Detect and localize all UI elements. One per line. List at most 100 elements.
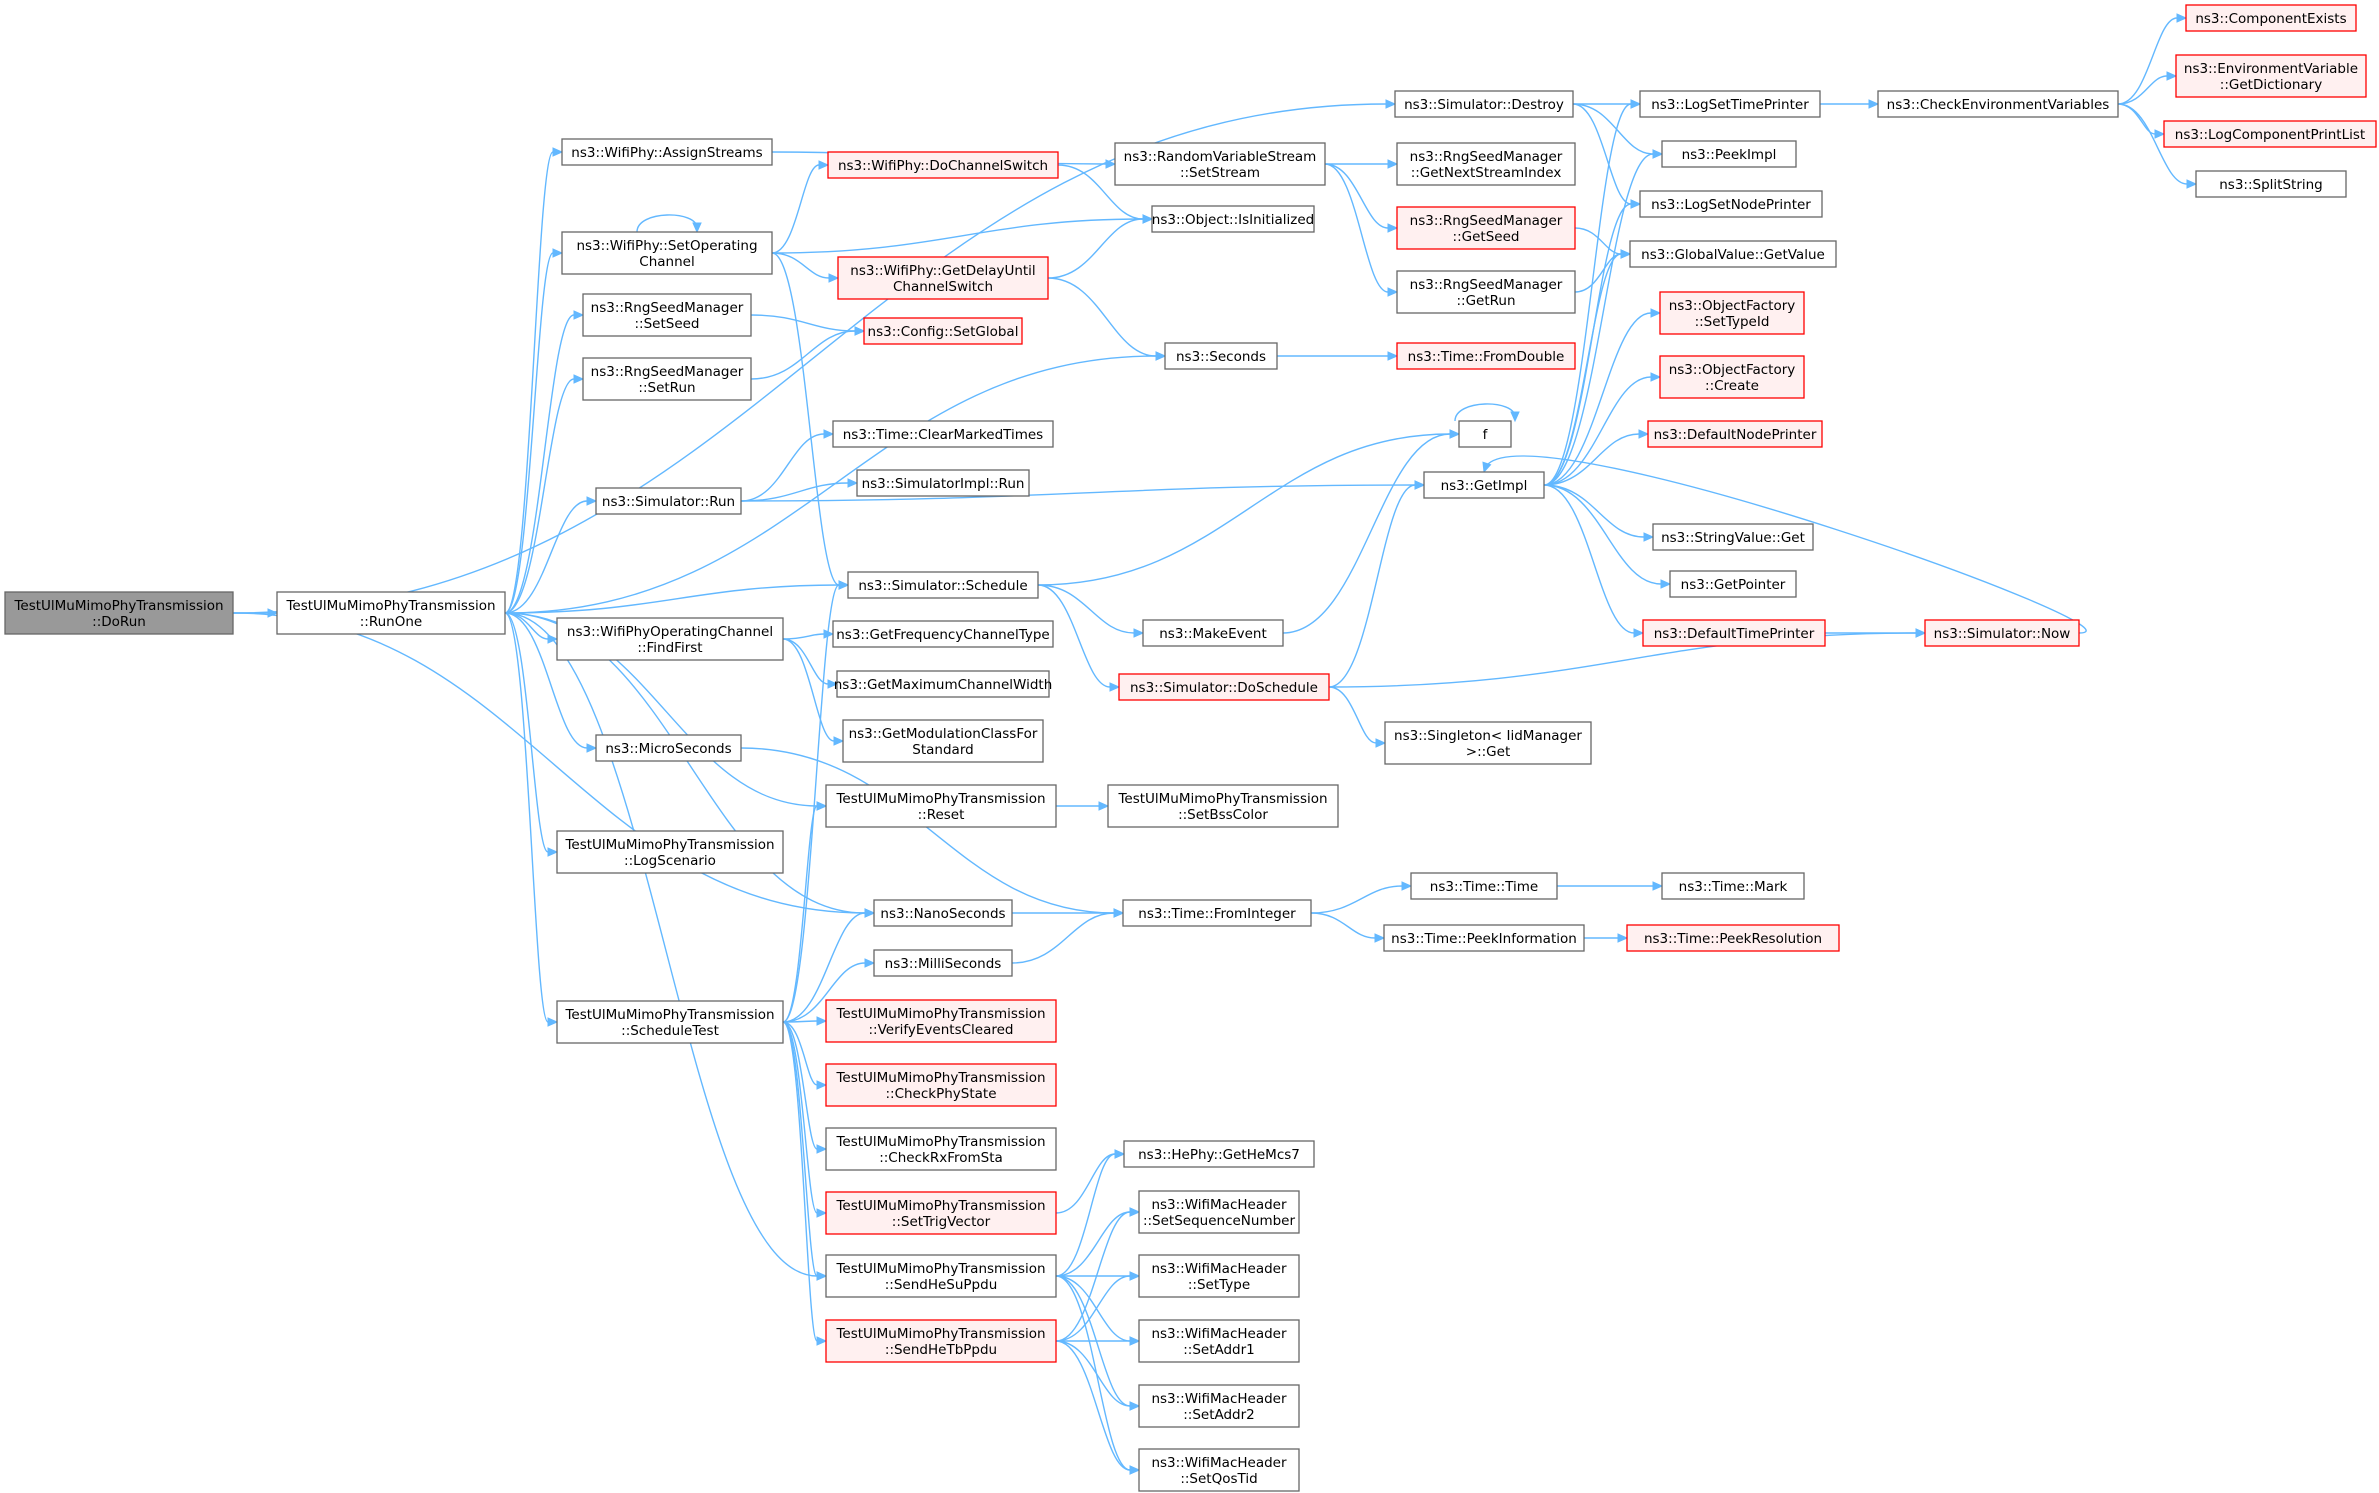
node-timetime[interactable]: ns3::Time::Time [1410,872,1558,900]
node-box[interactable] [1669,570,1797,598]
node-objisinit[interactable]: ns3::Object::IsInitialized [1151,205,1315,233]
node-box[interactable] [1138,1190,1300,1234]
node-box[interactable] [847,571,1039,599]
node-box[interactable] [582,293,752,337]
node-box[interactable] [1151,205,1315,233]
node-box[interactable] [1423,471,1545,499]
node-rngsetseed[interactable]: ns3::RngSeedManager::SetSeed [582,293,752,337]
node-setaddr1[interactable]: ns3::WifiMacHeader::SetAddr1 [1138,1319,1300,1363]
node-rnggetnextstream[interactable]: ns3::RngSeedManager::GetNextStreamIndex [1396,142,1576,186]
node-rngsetrun[interactable]: ns3::RngSeedManager::SetRun [582,357,752,401]
node-box[interactable] [825,1191,1057,1235]
node-box[interactable] [1394,90,1574,118]
node-getpointer[interactable]: ns3::GetPointer [1669,570,1797,598]
node-ofcreate[interactable]: ns3::ObjectFactory::Create [1659,355,1805,399]
node-logcompprint[interactable]: ns3::LogComponentPrintList [2163,120,2377,148]
node-box[interactable] [2195,170,2347,198]
node-box[interactable] [1629,240,1837,268]
node-box[interactable] [2163,120,2377,148]
node-box[interactable] [837,256,1049,300]
node-box[interactable] [1458,420,1512,448]
node-ofsettypeid[interactable]: ns3::ObjectFactory::SetTypeId [1659,291,1805,335]
node-splitstring[interactable]: ns3::SplitString [2195,170,2347,198]
node-box[interactable] [825,1319,1057,1363]
node-simnow[interactable]: ns3::Simulator::Now [1924,619,2080,647]
node-getfreqtype[interactable]: ns3::GetFrequencyChannelType [832,620,1054,648]
node-box[interactable] [276,591,506,635]
node-compexists[interactable]: ns3::ComponentExists [2185,4,2357,32]
node-box[interactable] [1396,206,1576,250]
node-checkenv[interactable]: ns3::CheckEnvironmentVariables [1877,90,2119,118]
node-box[interactable] [1396,342,1576,370]
node-box[interactable] [825,1063,1057,1107]
node-box[interactable] [832,420,1054,448]
node-settype[interactable]: ns3::WifiMacHeader::SetType [1138,1254,1300,1298]
node-setqostid[interactable]: ns3::WifiMacHeader::SetQosTid [1138,1448,1300,1492]
node-box[interactable] [2185,4,2357,32]
node-simdestroy[interactable]: ns3::Simulator::Destroy [1394,90,1574,118]
node-box[interactable] [1877,90,2119,118]
node-timefrominteger[interactable]: ns3::Time::FromInteger [1122,899,1312,927]
node-seconds[interactable]: ns3::Seconds [1164,342,1278,370]
node-setaddr2[interactable]: ns3::WifiMacHeader::SetAddr2 [1138,1384,1300,1428]
node-f[interactable]: f [1458,420,1512,448]
node-box[interactable] [1107,784,1339,828]
node-simschedule[interactable]: ns3::Simulator::Schedule [847,571,1039,599]
node-timepeekinfo[interactable]: ns3::Time::PeekInformation [1383,924,1585,952]
node-setseqnum[interactable]: ns3::WifiMacHeader::SetSequenceNumber [1138,1190,1300,1234]
node-box[interactable] [1410,872,1558,900]
node-box[interactable] [825,784,1057,828]
node-makeevent[interactable]: ns3::MakeEvent [1142,619,1284,647]
node-box[interactable] [856,469,1030,497]
node-getheMcs7[interactable]: ns3::HePhy::GetHeMcs7 [1123,1140,1315,1168]
node-checkphystate[interactable]: TestUlMuMimoPhyTransmission::CheckPhySta… [825,1063,1057,1107]
node-box[interactable] [1396,270,1576,314]
node-simrun[interactable]: ns3::Simulator::Run [595,487,742,515]
node-timefromdouble[interactable]: ns3::Time::FromDouble [1396,342,1576,370]
node-getmaxwidth[interactable]: ns3::GetMaximumChannelWidth [834,670,1053,698]
node-box[interactable] [1924,619,2080,647]
node-box[interactable] [561,138,773,166]
node-simimplrun[interactable]: ns3::SimulatorImpl::Run [856,469,1030,497]
node-box[interactable] [1118,673,1330,701]
node-sendhesu[interactable]: TestUlMuMimoPhyTransmission::SendHeSuPpd… [825,1254,1057,1298]
node-logscenario[interactable]: TestUlMuMimoPhyTransmission::LogScenario [556,830,784,874]
node-box[interactable] [1122,899,1312,927]
node-box[interactable] [1123,1140,1315,1168]
node-box[interactable] [825,999,1057,1043]
node-box[interactable] [1114,142,1326,186]
node-box[interactable] [1383,924,1585,952]
node-box[interactable] [1639,190,1823,218]
node-box[interactable] [1642,619,1826,647]
node-box[interactable] [595,734,742,762]
node-box[interactable] [595,487,742,515]
node-scheduletest[interactable]: TestUlMuMimoPhyTransmission::ScheduleTes… [556,1000,784,1044]
node-box[interactable] [1652,523,1814,551]
node-box[interactable] [827,151,1059,179]
node-box[interactable] [1164,342,1278,370]
node-box[interactable] [1142,619,1284,647]
node-envgetdict[interactable]: ns3::EnvironmentVariable::GetDictionary [2175,54,2367,98]
node-box[interactable] [1138,1448,1300,1492]
node-milliseconds[interactable]: ns3::MilliSeconds [873,949,1013,977]
node-box[interactable] [582,357,752,401]
node-box[interactable] [561,231,773,275]
node-box[interactable] [1639,90,1821,118]
node-nanoseconds[interactable]: ns3::NanoSeconds [873,899,1013,927]
node-box[interactable] [1661,872,1805,900]
node-deftimeprinter[interactable]: ns3::DefaultTimePrinter [1642,619,1826,647]
node-box[interactable] [842,719,1044,763]
node-box[interactable] [4,591,234,635]
node-gvgetvalue[interactable]: ns3::GlobalValue::GetValue [1629,240,1837,268]
node-settrigvector[interactable]: TestUlMuMimoPhyTransmission::SetTrigVect… [825,1191,1057,1235]
node-box[interactable] [1138,1319,1300,1363]
node-rnggetrun[interactable]: ns3::RngSeedManager::GetRun [1396,270,1576,314]
node-strvalget[interactable]: ns3::StringValue::Get [1652,523,1814,551]
node-box[interactable] [2175,54,2367,98]
node-box[interactable] [1647,420,1823,448]
node-box[interactable] [1626,924,1840,952]
node-configsetglobal[interactable]: ns3::Config::SetGlobal [863,317,1023,345]
